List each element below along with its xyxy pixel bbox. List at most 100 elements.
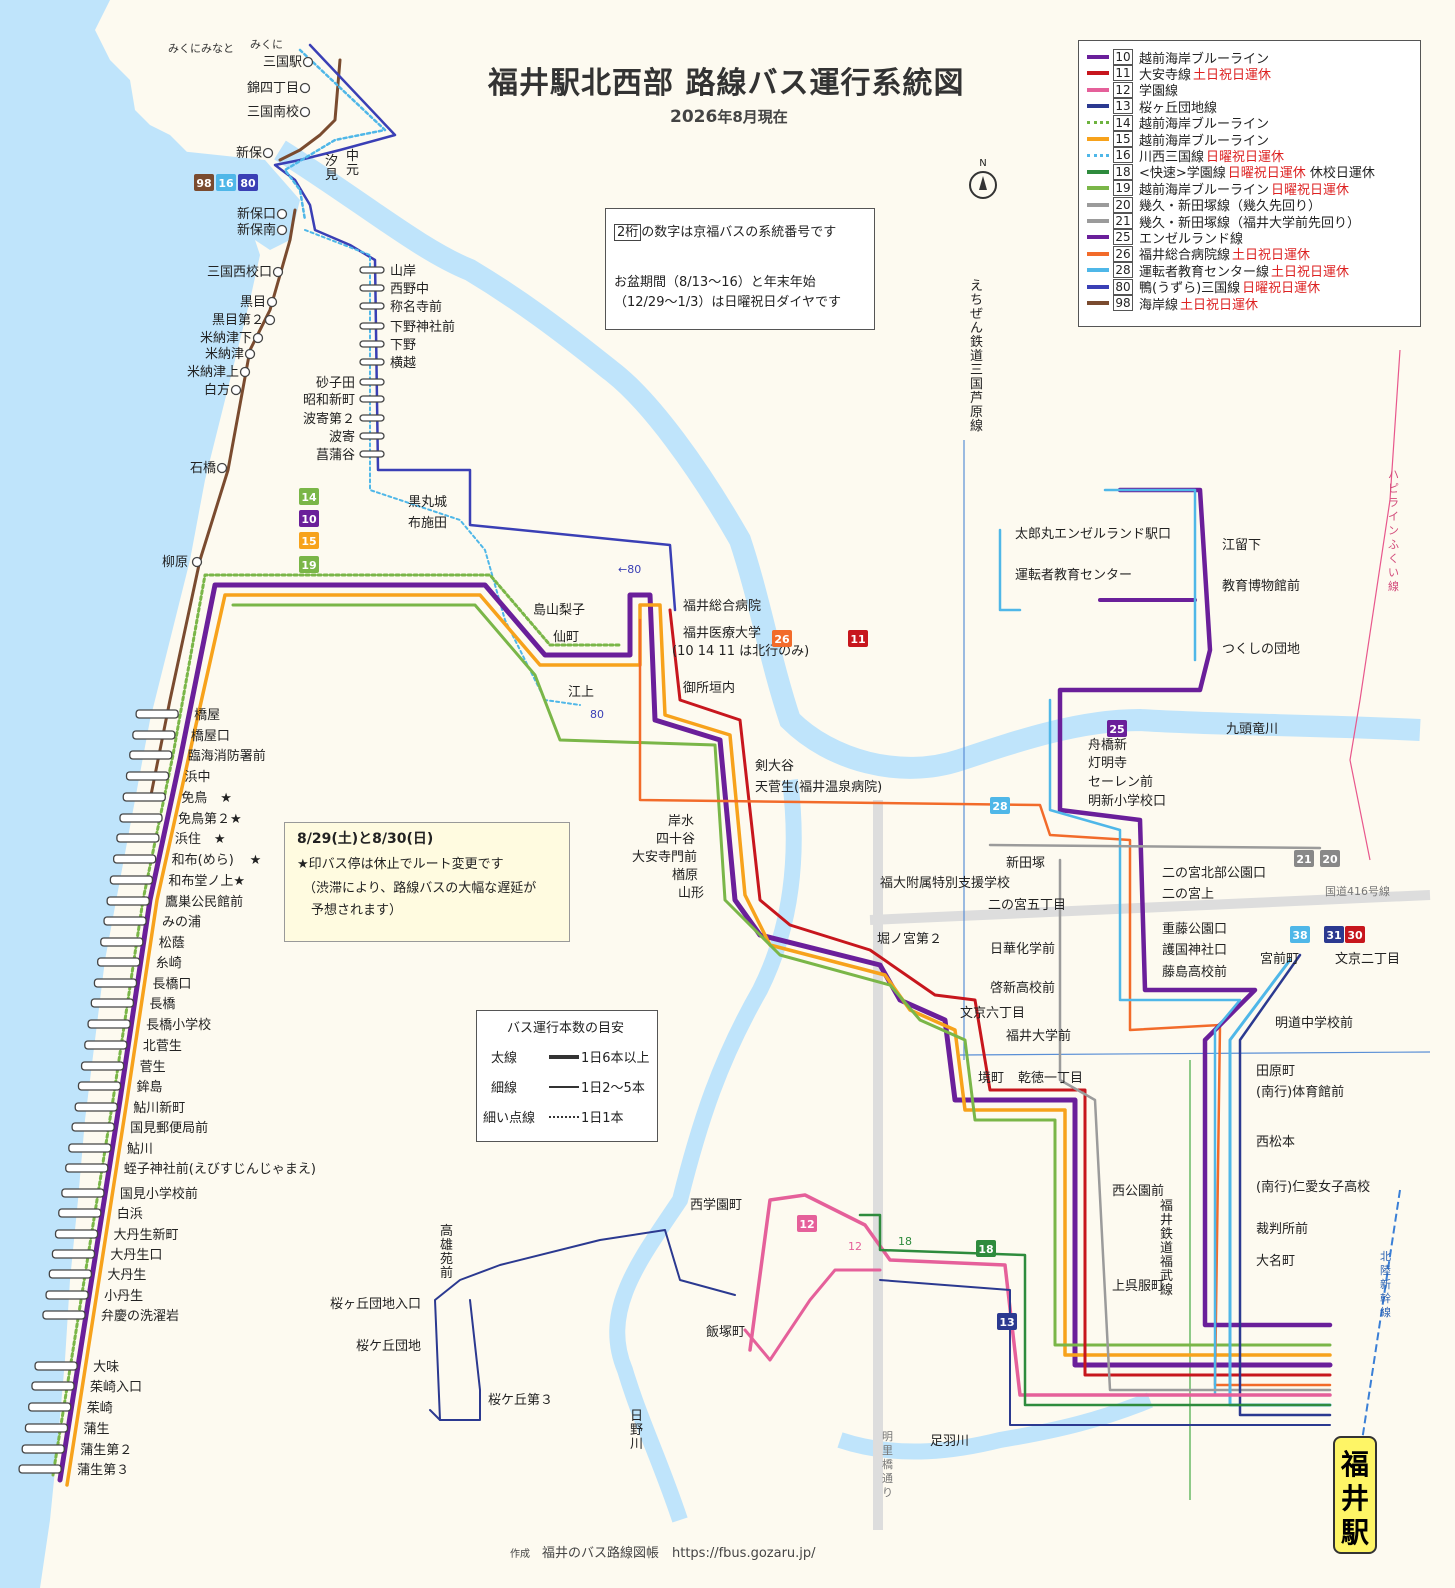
stop-label: 長橋 [149, 997, 175, 1012]
rail-label: 国道416号線 [1325, 884, 1390, 898]
stop-label: 黒丸城 [408, 495, 447, 510]
legend-note: 土日祝日運休 [1271, 264, 1350, 280]
stop-label: 桜ケ丘団地 [356, 1339, 421, 1354]
stop-label: 剣大谷 [755, 759, 794, 774]
rail-label: 北陸新幹線 [1380, 1250, 1391, 1319]
route-badge-label: 19 [301, 559, 316, 572]
stop-label: 太郎丸エンゼルランド駅口 [1015, 527, 1171, 542]
stop-label: 米納津下 [200, 331, 252, 346]
stop-label: 免鳥第２ [178, 812, 230, 827]
stop-label: セーレン前 [1088, 774, 1153, 790]
legend-name: 鴨(うずら)三国線 [1139, 281, 1241, 297]
legend-swatch [1087, 71, 1109, 76]
stop-label: 仙町 [553, 630, 579, 645]
stop-marker [272, 266, 284, 278]
stop-label: 免鳥 [181, 791, 207, 806]
legend-note: 土日祝日運休 [1193, 67, 1272, 83]
north-label: N [979, 158, 987, 169]
stop-marker [359, 284, 385, 292]
asuwa-river [837, 1392, 1153, 1460]
stop-label: 重藤公園口 [1162, 921, 1227, 937]
stop-label: 白浜 [117, 1206, 143, 1222]
stop-marker [93, 978, 138, 988]
route-badge-label: 21 [1296, 853, 1311, 866]
stop-label: 国見郵便局前 [130, 1120, 208, 1136]
stop-label: 堀ノ宮第２ [877, 931, 942, 947]
legend-swatch [1087, 202, 1109, 207]
stop-marker [359, 340, 385, 348]
stop-label: 大丹生 [107, 1268, 146, 1283]
legend-num: 25 [1113, 229, 1133, 246]
route-badge-label: 10 [301, 513, 317, 526]
route-badge [299, 488, 319, 505]
route-badge-label: 30 [1347, 929, 1363, 942]
stop-label: 大丹生新町 [114, 1227, 179, 1243]
notice-head: 8/29(土)と8/30(日) [297, 831, 434, 847]
stop-marker [119, 813, 163, 823]
stop-marker [28, 1402, 72, 1412]
stop-marker [84, 1040, 128, 1050]
legend-row: 18<快速>学園線日曜祝日運休休校日運休 [1087, 163, 1375, 181]
stop-label: 四十谷 [656, 832, 695, 847]
legend-swatch [1087, 137, 1109, 141]
stop-marker [264, 314, 276, 326]
legend-name: 桜ヶ丘団地線 [1139, 100, 1218, 116]
stop-label: 鮎川 [127, 1142, 153, 1157]
stop-label: 布施田 [408, 516, 447, 531]
legend-name: 川西三国線 [1139, 149, 1205, 165]
fukui-station-label: 福井駅 [1333, 1436, 1377, 1554]
stop-label: 中元 [346, 149, 359, 178]
stop-label: 小丹生 [104, 1289, 143, 1304]
stop-marker [359, 395, 385, 403]
stop-label: 白方 [204, 382, 230, 398]
legend-name: 運転者教育センター線 [1139, 264, 1270, 280]
stop-label: 御所垣内 [683, 680, 735, 696]
stop-label: 山形 [678, 886, 704, 901]
stop-marker [359, 378, 385, 386]
stop-marker [71, 1122, 115, 1132]
route-badge [848, 630, 868, 647]
stop-marker [239, 366, 251, 378]
stop-label: 楢原 [672, 868, 698, 883]
stop-label: 大安寺門前 [632, 849, 697, 865]
stop-marker [252, 332, 264, 344]
star-icon: ★ [230, 812, 242, 827]
stop-label: 黒目第２ [212, 313, 264, 328]
stop-label: 西松本 [1256, 1135, 1295, 1150]
stop-marker [276, 208, 288, 220]
stop-label: 山岸 [390, 264, 416, 279]
stop-label: 田原町 [1256, 1064, 1295, 1079]
stop-marker [24, 1423, 69, 1433]
stop-label: 米納津上 [187, 365, 239, 380]
station-char: 井 [1340, 1482, 1369, 1515]
stop-label: つくしの団地 [1222, 642, 1300, 657]
freq-thin: 細線 [491, 1081, 518, 1096]
legend-swatch [1087, 284, 1109, 289]
star-icon: ★ [220, 791, 232, 806]
footer-text: 福井のバス路線図帳 https://fbus.gozaru.jp/ [542, 1546, 816, 1561]
stop-label: 黒目 [240, 295, 266, 310]
stop-label: 藤島高校前 [1162, 964, 1227, 980]
stop-marker [113, 854, 157, 864]
stop-label: 柳原 [162, 555, 188, 570]
stop-label: 和布堂ノ上 [168, 874, 233, 889]
stop-label: 西公園前 [1112, 1183, 1164, 1199]
stop-label: 和布(めら) [172, 853, 234, 868]
stop-label: 菅生 [140, 1060, 166, 1075]
notice-line1: ★印バス停は休止でルート変更です [297, 857, 504, 872]
route-badge-label: 20 [1322, 853, 1338, 866]
stop-label: 上呉服町 [1112, 1279, 1164, 1294]
legend-name: 幾久・新田塚線（福井大学前先回り） [1139, 215, 1361, 231]
legend-name: エンゼルランド線 [1139, 231, 1244, 247]
star-icon: ★ [214, 832, 226, 847]
rail-label: ハピラインふくい線 [1388, 468, 1399, 593]
stop-label: 明新小学校口 [1088, 793, 1166, 809]
stop-label: 菖蒲谷 [316, 448, 355, 463]
